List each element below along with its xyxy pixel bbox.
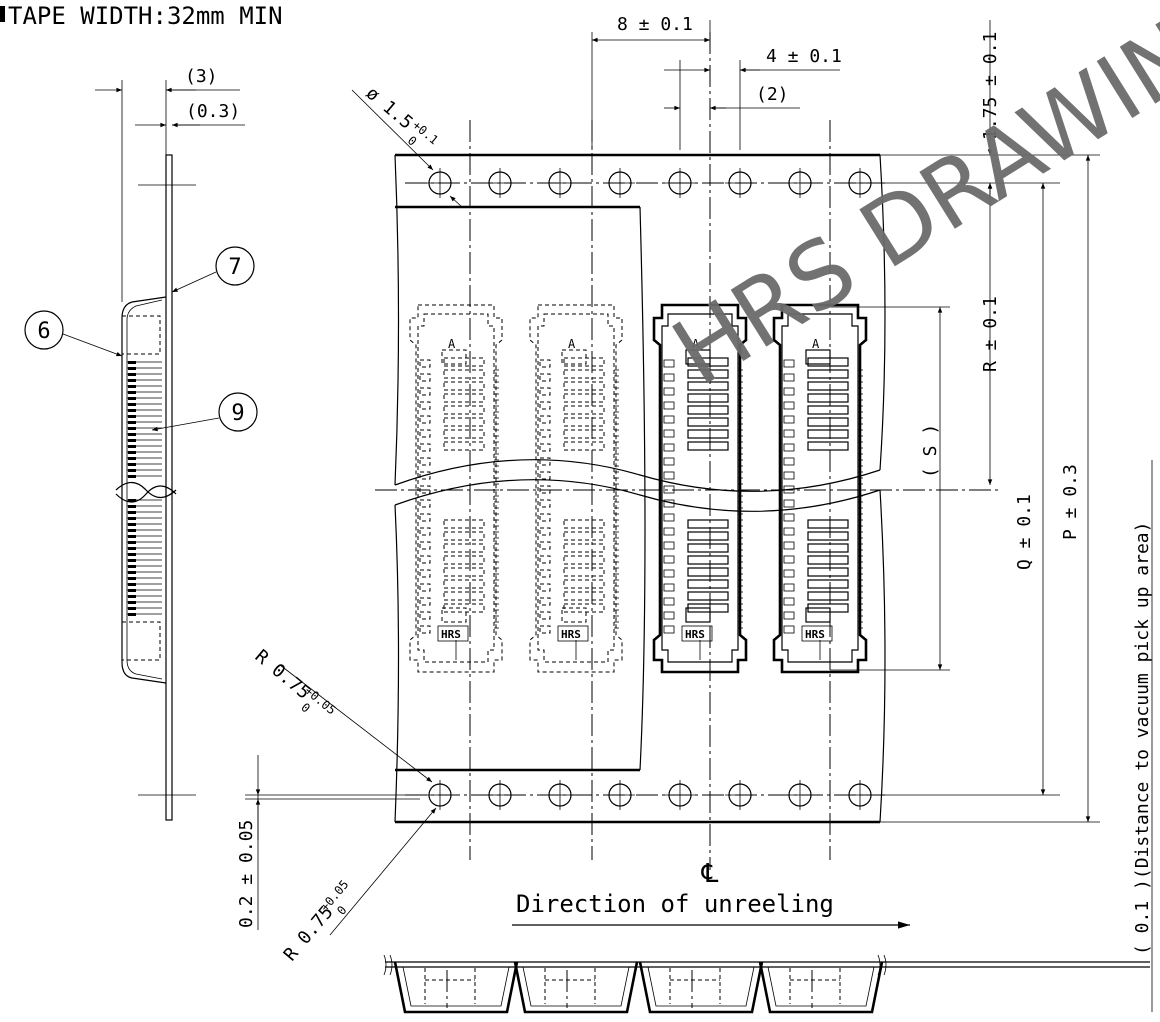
dim-q: Q ± 0.1: [1014, 494, 1035, 570]
dim-side-thickness: (0.3): [186, 101, 240, 122]
connector-in-pocket: A HRS: [772, 303, 868, 674]
callout-9: [218, 392, 258, 432]
sprocket-hole: [725, 168, 755, 198]
hrs-logo: HRS: [561, 628, 581, 641]
svg-text:9: 9: [231, 401, 244, 426]
sprocket-hole: [545, 780, 575, 810]
hrs-logo: HRS: [441, 628, 461, 641]
sprocket-hole: [665, 168, 695, 198]
sprocket-hole: [785, 780, 815, 810]
svg-text:6: 6: [37, 319, 50, 344]
sprocket-hole: [545, 168, 575, 198]
center-line-symbol: ℄: [701, 859, 719, 889]
component-pockets: A HRS A HRS A HRS A HRS: [409, 303, 868, 674]
connector-in-pocket: A HRS: [652, 303, 748, 674]
dim-side-depth: (3): [185, 66, 218, 87]
svg-text:7: 7: [228, 255, 241, 280]
part-marking: A: [692, 337, 700, 351]
sprocket-hole: [425, 168, 455, 198]
sprocket-hole: [665, 780, 695, 810]
profile-pocket: [758, 961, 884, 1014]
side-contact-teeth: [127, 361, 162, 616]
side-view: (3) (0.3) 7 6 9: [24, 66, 258, 821]
dim-vacuum-pickup: ( 0.1 )(Distance to vacuum pick up area): [1132, 522, 1153, 955]
sprocket-hole: [425, 780, 455, 810]
callout-6: [24, 310, 64, 350]
watermark: HRS DRAWING: [655, 0, 1160, 407]
break-line-lower: [394, 479, 881, 512]
dim-thickness: 0.2 ± 0.05: [236, 820, 257, 928]
side-component-body: [121, 296, 167, 684]
callout-7: [215, 246, 255, 286]
sprocket-holes: [405, 168, 885, 810]
part-marking: A: [448, 337, 456, 351]
hrs-logo: HRS: [805, 628, 825, 641]
connector-in-pocket: A HRS: [409, 304, 503, 673]
part-marking: A: [812, 337, 820, 351]
sprocket-hole: [605, 168, 635, 198]
header-marker: [0, 6, 5, 22]
sprocket-hole: [725, 780, 755, 810]
part-marking: A: [568, 337, 576, 351]
svg-text:0: 0: [405, 133, 420, 148]
sprocket-hole: [485, 780, 515, 810]
sprocket-hole: [485, 168, 515, 198]
profile-pocket: [638, 961, 764, 1014]
profile-pocket: [393, 961, 519, 1014]
header-title: TAPE WIDTH:32mm MIN: [8, 2, 283, 30]
sprocket-hole: [785, 168, 815, 198]
dim-p: P ± 0.3: [1060, 464, 1081, 540]
dim-pitch: 8 ± 0.1: [617, 14, 693, 35]
dim-s: ( S ): [920, 424, 941, 478]
dim-edge-to-hole: 1.75 ± 0.1: [980, 32, 1001, 140]
break-line-upper: [394, 459, 881, 492]
sprocket-hole: [605, 780, 635, 810]
dim-r: R ± 0.1: [980, 296, 1001, 372]
profile-pocket: [513, 961, 639, 1014]
connector-in-pocket: A HRS: [529, 304, 623, 673]
tape-profile: [383, 954, 1150, 1014]
dim-hole-offset-ref: (2): [756, 84, 789, 105]
direction-label: Direction of unreeling: [516, 890, 834, 918]
dim-hole-offset: 4 ± 0.1: [766, 46, 842, 67]
hrs-logo: HRS: [685, 628, 705, 641]
